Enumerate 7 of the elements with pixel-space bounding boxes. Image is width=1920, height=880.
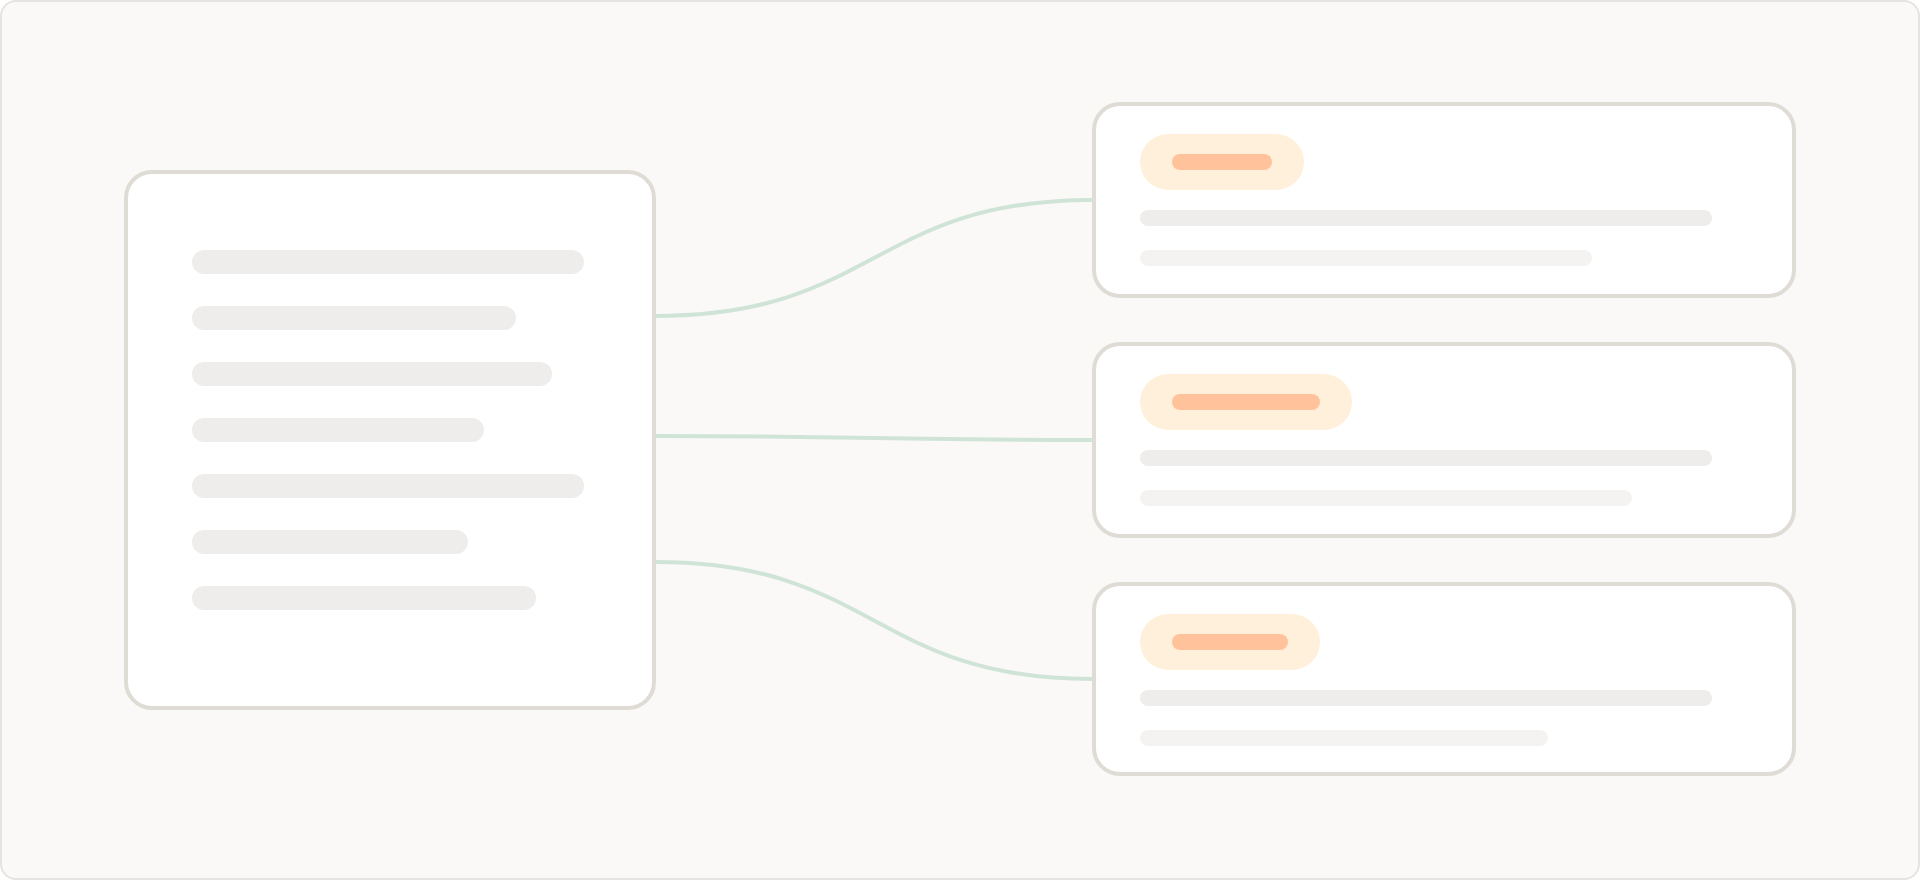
document-card — [124, 170, 656, 710]
list-card — [1092, 342, 1796, 538]
connector-line — [655, 198, 1093, 318]
list-card — [1092, 102, 1796, 298]
connector-line — [655, 560, 1093, 681]
list-card — [1092, 582, 1796, 776]
connector-line — [656, 434, 1092, 442]
